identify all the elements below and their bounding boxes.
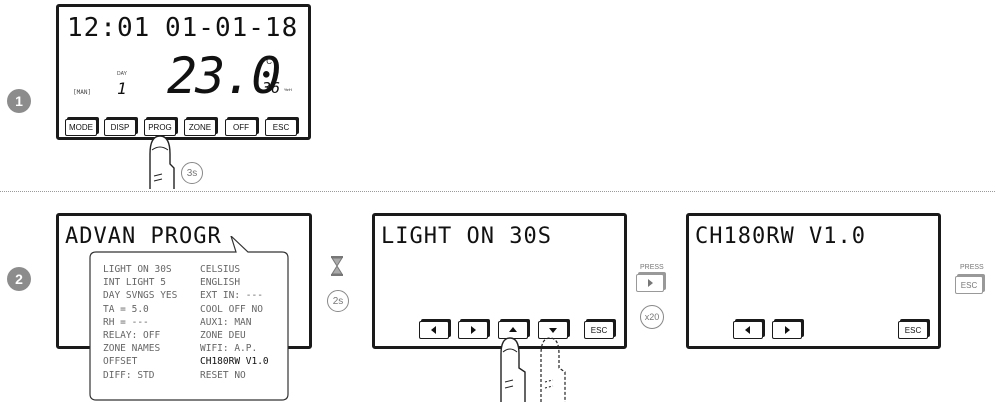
menu-item: AUX1: MAN — [200, 316, 252, 328]
esc-button[interactable]: ESC — [265, 119, 297, 136]
menu-list-left: LIGHT ON 30S INT LIGHT 5 DAY SVNGS YES T… — [103, 263, 177, 382]
menu-item: ZONE DEU — [200, 330, 246, 342]
menu-item: DIFF: STD — [103, 369, 155, 381]
hold-time-badge: 3s — [181, 162, 203, 184]
finger-press-icon — [149, 135, 175, 189]
menu-item: RESET NO — [200, 369, 246, 381]
esc-button[interactable]: ESC — [898, 321, 928, 339]
right-arrow-icon — [471, 326, 476, 334]
step-number-1: 1 — [7, 89, 31, 113]
step-divider — [0, 191, 995, 192]
menu-item: COOL OFF NO — [200, 303, 263, 315]
press-label: PRESS — [640, 264, 664, 271]
zone-button[interactable]: ZONE — [184, 119, 216, 136]
mode-button[interactable]: MODE — [65, 119, 97, 136]
up-arrow-icon — [509, 327, 517, 332]
screen-title: ADVAN PROGR — [65, 224, 222, 249]
menu-item: RELAY: OFF — [103, 330, 161, 342]
day-value: 1 — [117, 79, 127, 98]
temperature-unit: °C — [263, 57, 272, 66]
version-screen: CH180RW V1.0 ESC — [686, 213, 941, 349]
light-setting-screen: LIGHT ON 30S ESC — [372, 213, 627, 349]
menu-item: EXT IN: --- — [200, 290, 263, 302]
wait-time-badge: 2s — [327, 290, 349, 312]
menu-item: ENGLISH — [200, 277, 241, 289]
right-arrow-button[interactable] — [772, 321, 802, 339]
menu-item: CELSIUS — [200, 264, 241, 275]
disp-button[interactable]: DISP — [104, 119, 136, 136]
press-label: PRESS — [960, 264, 984, 271]
menu-item: RH = --- — [103, 316, 149, 328]
menu-item: OFFSET — [103, 356, 138, 368]
left-arrow-button[interactable] — [419, 321, 449, 339]
up-arrow-button[interactable] — [498, 321, 528, 339]
menu-item: INT LIGHT 5 — [103, 277, 166, 289]
press-right-button — [636, 274, 664, 292]
finger-press-up-icon — [500, 337, 526, 402]
hourglass-icon — [331, 256, 343, 276]
menu-item-version: CH180RW V1.0 — [200, 356, 269, 368]
menu-item: TA = 5.0 — [103, 303, 149, 315]
mode-tag: [MAN] — [73, 89, 92, 96]
esc-button[interactable]: ESC — [584, 321, 614, 339]
repeat-count-badge: x20 — [640, 305, 664, 329]
right-arrow-button[interactable] — [458, 321, 488, 339]
menu-item: DAY SVNGS YES — [103, 290, 178, 302]
temperature-readout: 23.0 — [167, 47, 281, 105]
down-arrow-button[interactable] — [538, 321, 568, 339]
thermostat-display-home: 12:01 01-01-18 [MAN] DAY 1 23.0 °C 36 %r… — [56, 4, 311, 140]
right-arrow-icon — [785, 326, 790, 334]
step-number-2: 2 — [7, 267, 31, 291]
right-arrow-icon — [648, 279, 653, 287]
left-arrow-button[interactable] — [733, 321, 763, 339]
humidity-unit: %rH — [284, 87, 292, 92]
date-readout: 01-01-18 — [165, 13, 299, 43]
left-arrow-icon — [431, 326, 436, 334]
menu-list-right: CELSIUS ENGLISH EXT IN: --- COOL OFF NO … — [200, 263, 269, 382]
menu-callout — [89, 236, 289, 401]
day-label: DAY — [117, 71, 127, 77]
left-arrow-icon — [745, 326, 750, 334]
finger-press-down-icon — [540, 337, 566, 402]
menu-item: ZONE NAMES — [103, 343, 161, 355]
down-arrow-icon — [549, 328, 557, 333]
screen-text: CH180RW V1.0 — [695, 224, 866, 249]
menu-item: WIFI: A.P. — [200, 343, 258, 355]
press-esc-button: ESC — [955, 276, 983, 294]
clock-time: 12:01 — [67, 13, 151, 43]
humidity-readout: 36 — [262, 79, 281, 97]
off-button[interactable]: OFF — [225, 119, 257, 136]
menu-item: LIGHT ON 30S — [103, 264, 172, 275]
screen-text: LIGHT ON 30S — [381, 224, 552, 249]
